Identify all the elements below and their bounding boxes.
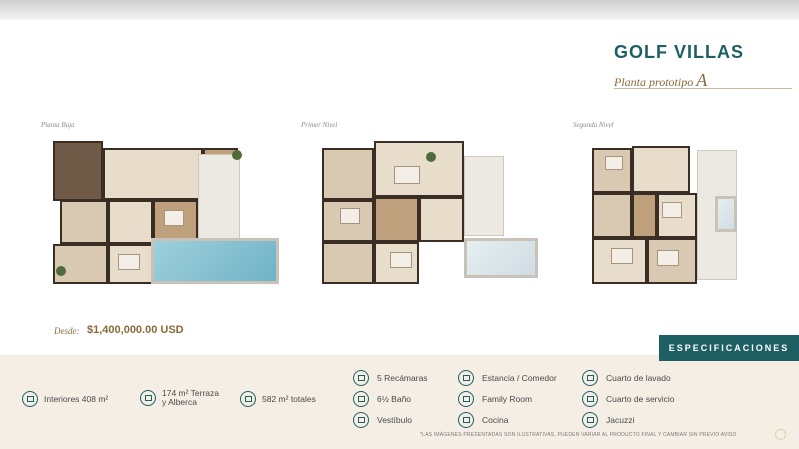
feature-baths: 6½ Baño bbox=[353, 391, 411, 407]
disclaimer-text: *LAS IMÁGENES PRESENTADAS SON ILUSTRATIV… bbox=[420, 432, 737, 438]
page-title: GOLF VILLAS bbox=[614, 42, 744, 62]
kitchen-icon bbox=[458, 412, 474, 428]
feature-text: 6½ Baño bbox=[377, 394, 412, 404]
plan-label-ground: Planta Baja bbox=[41, 121, 75, 129]
page-subtitle: Planta prototipo A bbox=[614, 70, 707, 91]
plan-label-second: Segunda Nivel bbox=[573, 121, 614, 129]
feature-bedrooms: 5 Recámaras bbox=[353, 370, 428, 386]
specifications-button[interactable]: ESPECIFICACIONES bbox=[659, 335, 799, 361]
feature-lobby: Vestíbulo bbox=[353, 412, 412, 428]
service-room-icon bbox=[582, 391, 598, 407]
price-value: $1,400,000.00 USD bbox=[87, 324, 184, 336]
feature-kitchen: Cocina bbox=[458, 412, 508, 428]
feature-text: 5 Recámaras bbox=[377, 373, 428, 383]
jacuzzi-icon bbox=[582, 412, 598, 428]
bath-icon bbox=[353, 391, 369, 407]
first-floor-plan bbox=[314, 136, 544, 302]
subtitle-text: Planta prototipo bbox=[614, 75, 694, 89]
feature-text: Jacuzzi bbox=[606, 415, 635, 425]
stat-total-text: 582 m² totales bbox=[262, 394, 316, 404]
feature-text: Cocina bbox=[482, 415, 509, 425]
stat-interiors: Interiores 408 m² bbox=[22, 391, 108, 407]
stat-terrace-text: 174 m² Terraza y Alberca bbox=[162, 389, 219, 407]
title-divider bbox=[614, 88, 792, 89]
feature-jacuzzi: Jacuzzi bbox=[582, 412, 634, 428]
stat-total: 582 m² totales bbox=[240, 391, 316, 407]
bed-icon bbox=[353, 370, 369, 386]
sofa-icon bbox=[458, 370, 474, 386]
specifications-panel bbox=[0, 355, 799, 449]
feature-text: Cuarto de servicio bbox=[606, 394, 675, 404]
feature-text: Vestíbulo bbox=[377, 415, 412, 425]
stat-terrace: 174 m² Terraza y Alberca bbox=[140, 389, 219, 407]
interior-area-icon bbox=[22, 391, 38, 407]
feature-family-room: Family Room bbox=[458, 391, 532, 407]
family-room-icon bbox=[458, 391, 474, 407]
feature-laundry: Cuarto de lavado bbox=[582, 370, 671, 386]
feature-living-dining: Estancia / Comedor bbox=[458, 370, 557, 386]
stat-interiors-text: Interiores 408 m² bbox=[44, 394, 109, 404]
feature-text: Cuarto de lavado bbox=[606, 373, 671, 383]
stat-terrace-line1: 174 m² Terraza bbox=[162, 388, 220, 398]
feature-service-room: Cuarto de servicio bbox=[582, 391, 675, 407]
prototype-letter: A bbox=[696, 70, 708, 90]
feature-text: Family Room bbox=[482, 394, 533, 404]
door-icon bbox=[353, 412, 369, 428]
price-label: Desde: bbox=[54, 326, 80, 336]
stat-terrace-line2: y Alberca bbox=[162, 397, 197, 407]
plan-label-first: Primer Nivel bbox=[301, 121, 338, 129]
ground-floor-plan bbox=[48, 136, 288, 302]
feature-text: Estancia / Comedor bbox=[482, 373, 557, 383]
second-floor-plan bbox=[587, 136, 743, 302]
top-bar bbox=[0, 0, 799, 20]
terrace-area-icon bbox=[140, 390, 156, 406]
laundry-icon bbox=[582, 370, 598, 386]
total-area-icon bbox=[240, 391, 256, 407]
sun-logo-icon bbox=[775, 429, 786, 440]
